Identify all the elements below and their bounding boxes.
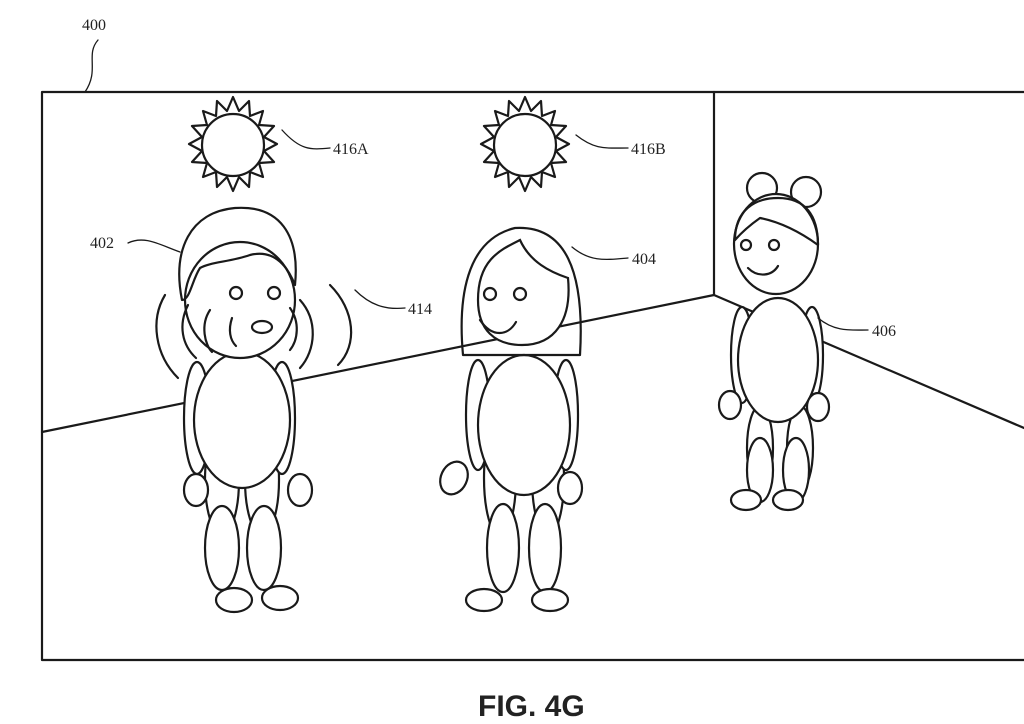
- leader-lines: [84, 39, 869, 331]
- person-404: [439, 226, 584, 613]
- label-406: 406: [872, 323, 896, 340]
- person-402: [178, 206, 314, 614]
- sound-waves-414: [155, 283, 353, 380]
- person-406: [717, 171, 831, 512]
- label-414: 414: [408, 301, 432, 318]
- label-416b: 416B: [631, 141, 666, 158]
- figure-label: FIG. 4G: [478, 690, 585, 723]
- label-404: 404: [632, 251, 656, 268]
- label-402: 402: [90, 235, 114, 252]
- light-416a-icon: [187, 95, 279, 193]
- label-400: 400: [82, 17, 106, 34]
- light-416b-icon: [479, 95, 571, 193]
- label-416a: 416A: [333, 141, 369, 158]
